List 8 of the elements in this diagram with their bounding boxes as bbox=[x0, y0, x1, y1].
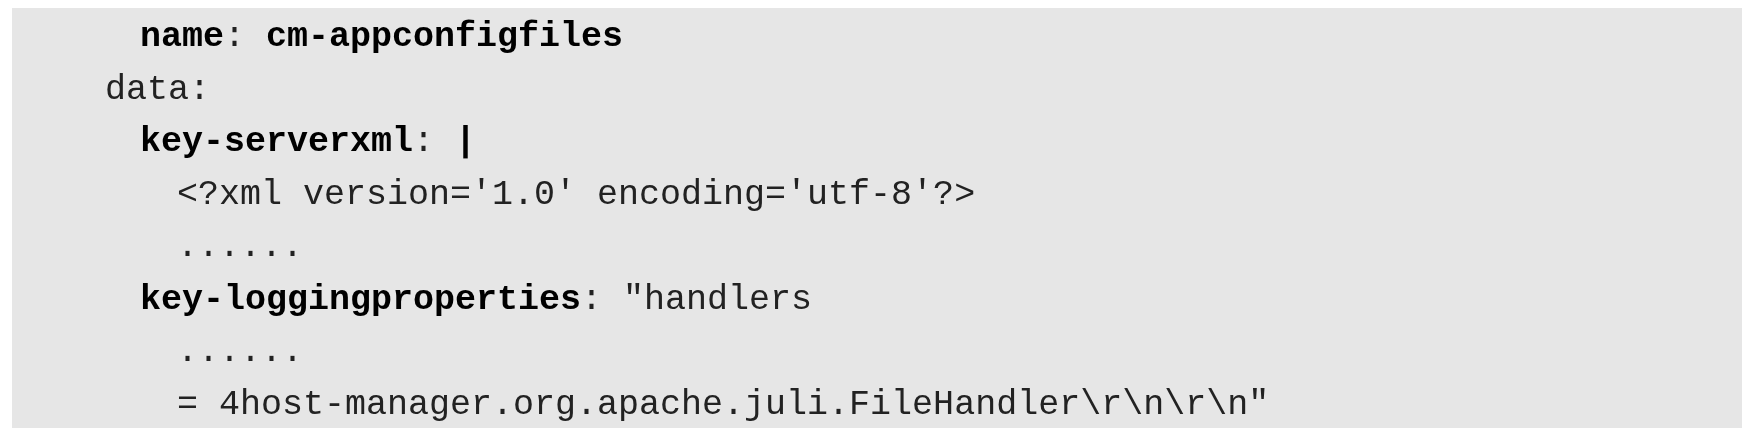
code-line: data: bbox=[105, 70, 211, 110]
code-line: = 4host-manager.org.apache.juli.FileHandler\r\n\r\n" bbox=[177, 385, 1270, 425]
code-line: key-loggingproperties: "handlers bbox=[140, 280, 813, 320]
code-line: ...... bbox=[177, 227, 304, 267]
code-line: <?xml version='1.0' encoding='utf-8'?> bbox=[177, 175, 976, 215]
code-line: ...... bbox=[177, 332, 304, 372]
code-line: key-serverxml: | bbox=[140, 122, 477, 162]
code-line: name: cm-appconfigfiles bbox=[140, 17, 624, 57]
